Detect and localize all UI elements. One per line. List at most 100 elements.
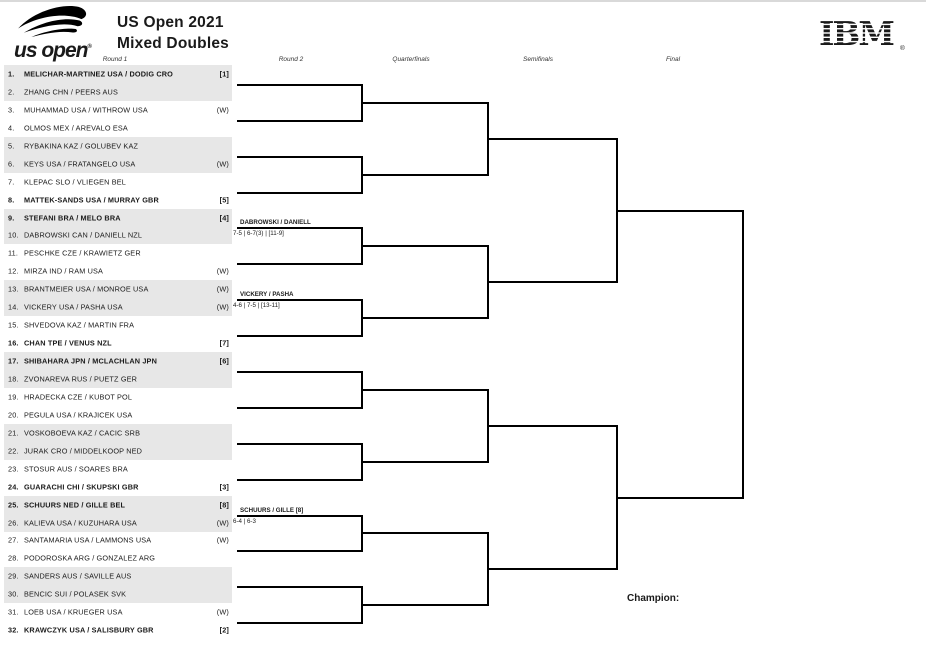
row-number: 5.	[8, 141, 15, 151]
row-number: 21.	[8, 428, 19, 438]
team-name: SCHUURS NED / GILLE BEL	[24, 500, 126, 510]
match-winner: VICKERY / PASHA	[240, 291, 294, 299]
team-name: PODOROSKA ARG / GONZALEZ ARG	[24, 553, 156, 563]
row-number: 28.	[8, 553, 19, 563]
team-name: MUHAMMAD USA / WITHROW USA	[24, 105, 148, 115]
bracket-line	[237, 406, 363, 409]
row-number: 30.	[8, 589, 19, 599]
bracket-row: 29. SANDERS AUS / SAVILLE AUS	[4, 567, 232, 586]
bracket-row: 12.MIRZA IND / RAM USA(W)	[4, 262, 232, 280]
row-number: 18.	[8, 374, 19, 384]
team-name: BRANTMEIER USA / MONROE USA	[24, 284, 149, 294]
bracket-row: 2.ZHANG CHN / PEERS AUS	[4, 82, 232, 101]
team-name: ZHANG CHN / PEERS AUS	[24, 87, 118, 97]
bracket-row: 23.STOSUR AUS / SOARES BRA	[4, 460, 232, 478]
team-name: KRAWCZYK USA / SALISBURY GBR	[24, 625, 154, 635]
row-number: 29.	[8, 571, 19, 581]
bracket-row: 21. VOSKOBOEVA KAZ / CACIC SRB	[4, 423, 232, 442]
bracket-row: 31.LOEB USA / KRUEGER USA(W)	[4, 603, 232, 621]
team-name: LOEB USA / KRUEGER USA	[24, 607, 123, 617]
row-tag: [8]	[219, 500, 229, 510]
bracket-row: 9.STEFANI BRA / MELO BRA[4]	[4, 208, 232, 227]
round-label: Round 1	[102, 56, 128, 63]
bracket-row: 6.KEYS USA / FRATANGELO USA(W)	[4, 154, 232, 173]
row-number: 19.	[8, 392, 19, 402]
round-label: Quarterfinals	[392, 56, 430, 63]
row-number: 23.	[8, 464, 19, 474]
row-number: 14.	[8, 302, 19, 312]
team-name: JURAK CRO / MIDDELKOOP NED	[24, 446, 143, 456]
bracket-line	[237, 550, 363, 553]
team-name: SANTAMARIA USA / LAMMONS USA	[24, 535, 152, 545]
bracket-row: 26.KALIEVA USA / KUZUHARA USA(W)	[4, 513, 232, 532]
team-name: STEFANI BRA / MELO BRA	[24, 213, 121, 223]
bracket-line	[361, 173, 489, 176]
team-name: VICKERY USA / PASHA USA	[24, 302, 123, 312]
team-name: ZVONAREVA RUS / PUETZ GER	[24, 374, 138, 384]
bracket-row: 28. PODOROSKA ARG / GONZALEZ ARG	[4, 549, 232, 567]
row-number: 4.	[8, 123, 15, 133]
row-number: 27.	[8, 535, 19, 545]
team-name: PESCHKE CZE / KRAWIETZ GER	[24, 248, 141, 258]
bracket-line	[237, 442, 363, 445]
row-number: 24.	[8, 482, 19, 492]
row-tag: (W)	[216, 535, 229, 545]
bracket-line	[487, 137, 618, 140]
team-name: MATTEK-SANDS USA / MURRAY GBR	[24, 195, 159, 205]
bracket-line	[616, 496, 744, 499]
row-tag: (W)	[216, 105, 229, 115]
row-tag: (W)	[216, 302, 229, 312]
team-name: SHIBAHARA JPN / MCLACHLAN JPN	[24, 356, 157, 366]
bracket-line	[487, 281, 618, 284]
bracket-row: 22.JURAK CRO / MIDDELKOOP NED	[4, 441, 232, 460]
bracket-line	[361, 388, 489, 391]
bracket-line	[237, 586, 363, 589]
row-tag: [1]	[219, 69, 229, 79]
team-name: SANDERS AUS / SAVILLE AUS	[24, 571, 132, 581]
bracket-row: 18. ZVONAREVA RUS / PUETZ GER	[4, 369, 232, 388]
bracket-row: 10.DABROWSKI CAN / DANIELL NZL	[4, 226, 232, 245]
bracket-line	[237, 191, 363, 194]
bracket-row: 30.BENCIC SUI / POLASEK SVK	[4, 585, 232, 604]
bracket-line	[361, 101, 489, 104]
row-number: 16.	[8, 338, 19, 348]
event-title-line1: US Open 2021	[117, 14, 224, 31]
event-title-line2: Mixed Doubles	[117, 35, 229, 52]
row-number: 25.	[8, 500, 19, 510]
bracket-line	[487, 424, 618, 427]
bracket-line	[237, 514, 363, 517]
bracket-row: 25. SCHUURS NED / GILLE BEL [8]	[4, 495, 232, 514]
bracket-line	[237, 335, 363, 338]
bracket-line	[237, 83, 363, 86]
row-tag: [7]	[219, 338, 229, 348]
bracket-line	[237, 155, 363, 158]
team-name: OLMOS MEX / AREVALO ESA	[24, 123, 128, 133]
round-label: Semifinals	[523, 56, 553, 63]
bracket-line	[237, 263, 363, 266]
match-score: 7-5 | 6-7(3) | [11-9]	[233, 230, 284, 238]
team-name: VOSKOBOEVA KAZ / CACIC SRB	[24, 428, 141, 438]
bracket-row: 27. SANTAMARIA USA / LAMMONS USA (W)	[4, 531, 232, 549]
svg-text:®: ®	[900, 44, 905, 52]
us-open-logo: us open®	[14, 4, 114, 61]
team-name: PEGULA USA / KRAJICEK USA	[24, 410, 133, 420]
row-number: 32.	[8, 625, 19, 635]
match-winner: DABROWSKI / DANIELL	[240, 219, 311, 227]
row-number: 1.	[8, 69, 15, 79]
round-label: Final	[665, 56, 681, 63]
team-name: RYBAKINA KAZ / GOLUBEV KAZ	[24, 141, 139, 151]
row-tag: [2]	[219, 625, 229, 635]
row-number: 26.	[8, 518, 19, 527]
team-name: MELICHAR-MARTINEZ USA / DODIG CRO	[24, 69, 173, 79]
bracket-row: 1. MELICHAR-MARTINEZ USA / DODIG CRO [1]	[4, 65, 232, 83]
team-name: CHAN TPE / VENUS NZL	[24, 338, 112, 348]
row-number: 11.	[8, 248, 19, 258]
champion-label: Champion:	[627, 593, 680, 604]
bracket-line	[616, 209, 744, 212]
svg-text:IBM: IBM	[819, 15, 893, 53]
bracket-line	[361, 317, 489, 320]
bracket-line	[237, 119, 363, 122]
bracket-row: 17.SHIBAHARA JPN / MCLACHLAN JPN[6]	[4, 352, 232, 371]
team-name: KLEPAC SLO / VLIEGEN BEL	[24, 177, 127, 187]
